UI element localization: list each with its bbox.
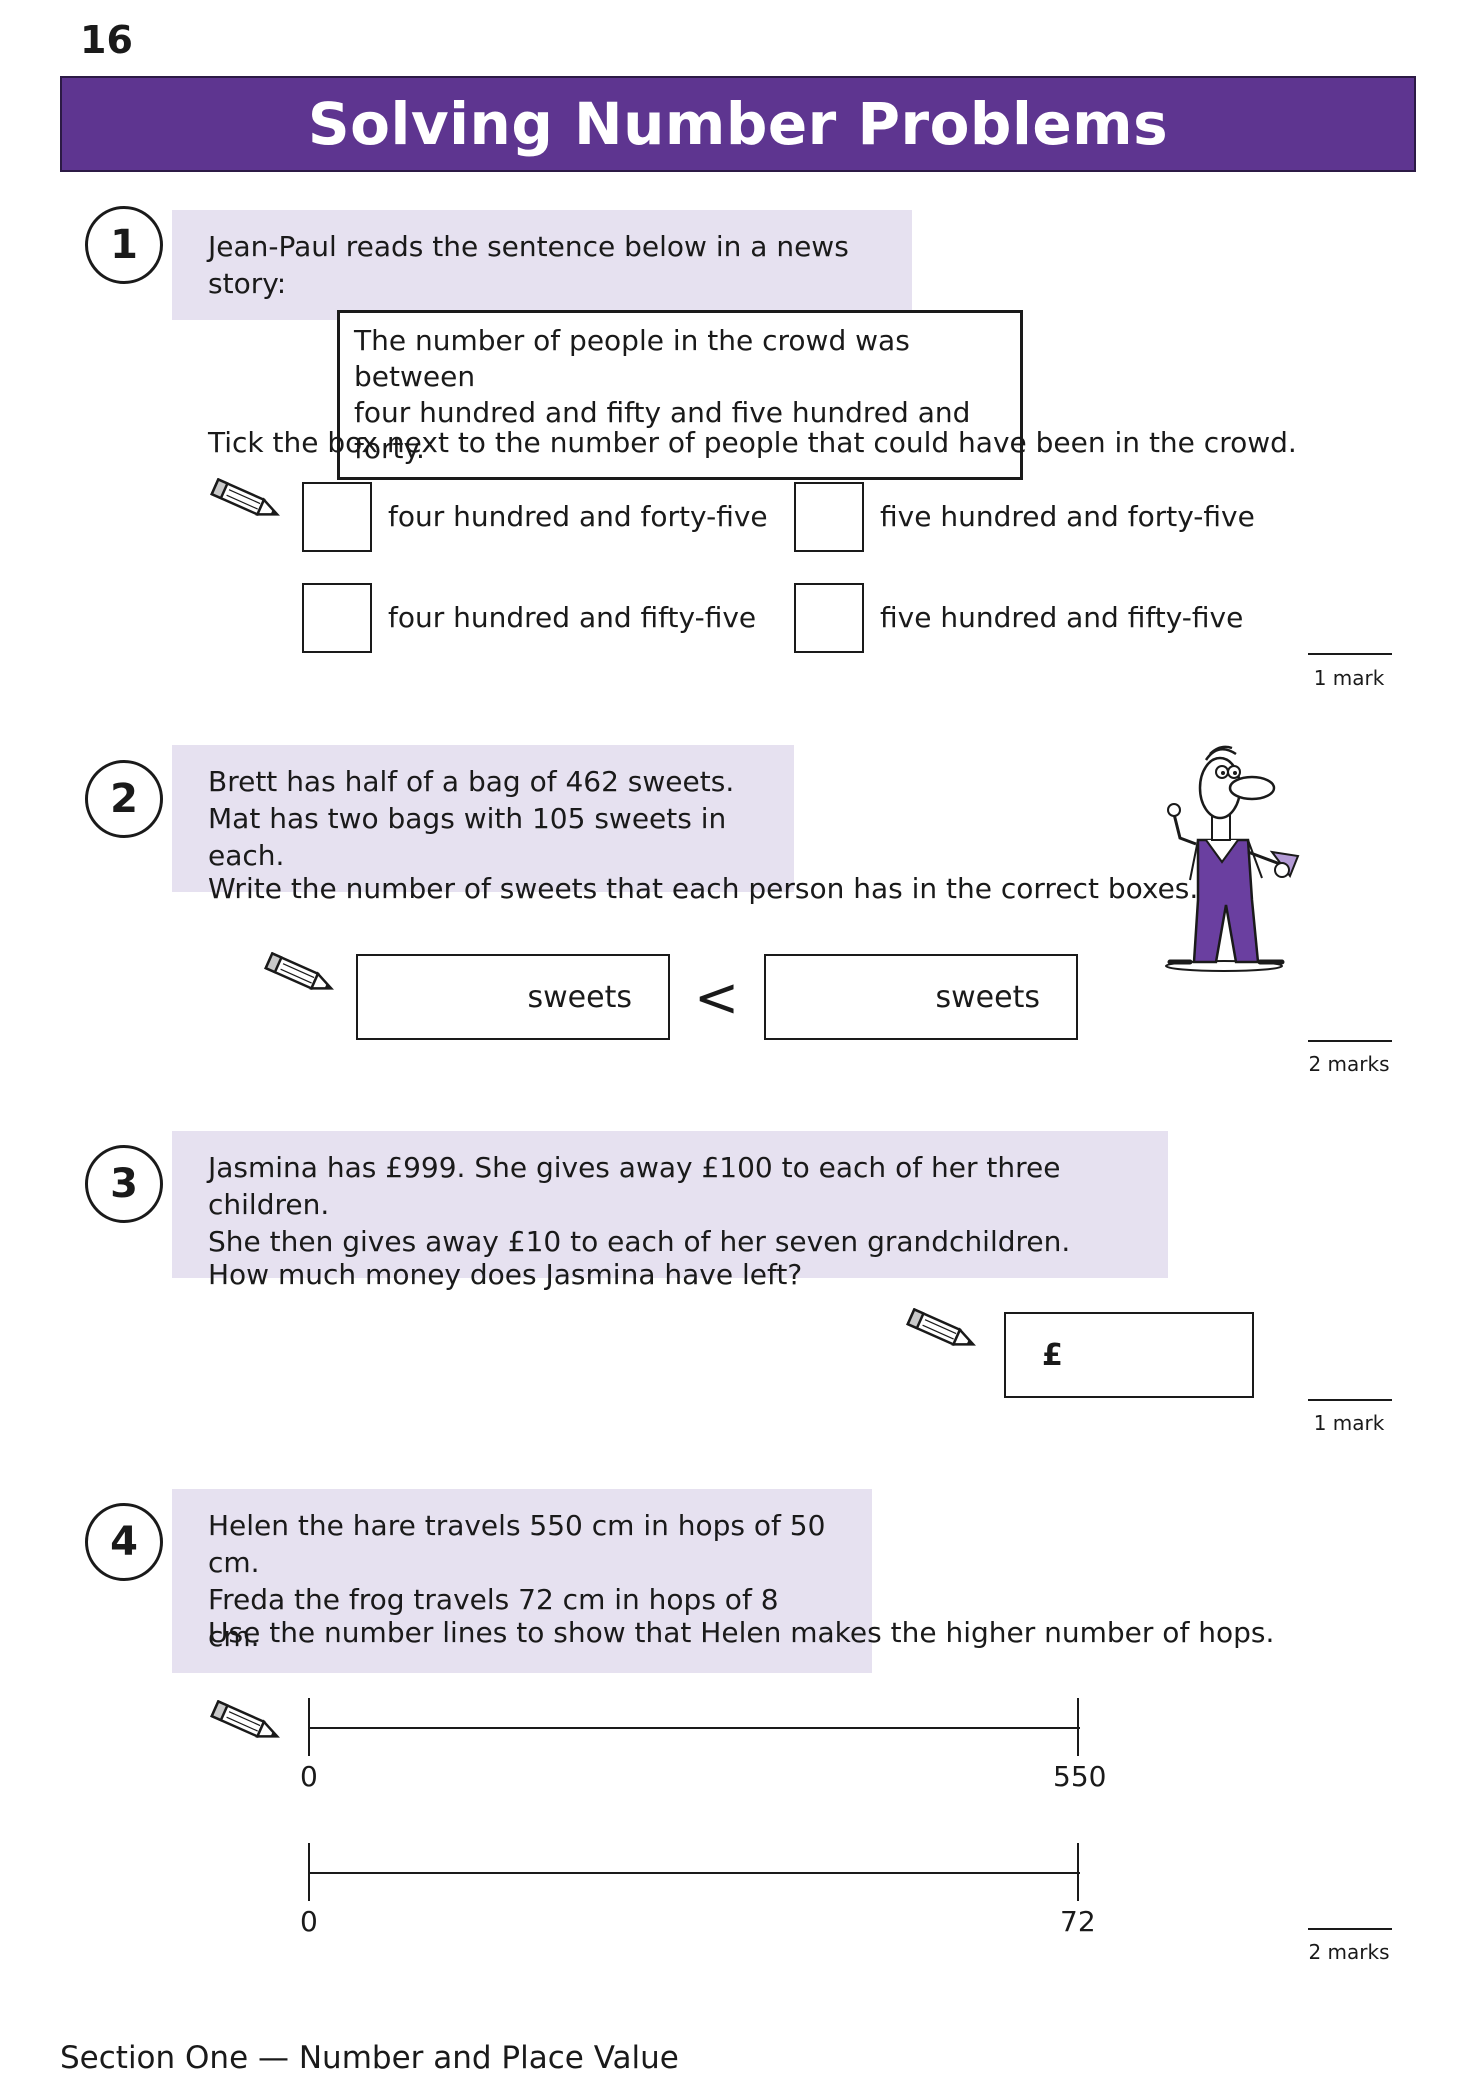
title-bar: Solving Number Problems — [60, 76, 1416, 172]
pencil-icon — [208, 478, 286, 524]
money-left-answer-box[interactable]: £ — [1004, 1312, 1254, 1398]
question-2-number: 2 — [85, 760, 163, 838]
option-4-label: five hundred and fifty-five — [880, 601, 1244, 634]
box-unit-label: sweets — [935, 979, 1040, 1015]
question-1-prompt: Jean-Paul reads the sentence below in a … — [172, 210, 912, 320]
cartoon-man-illustration — [1140, 730, 1315, 975]
number-line-helen-end-label: 550 — [1053, 1760, 1107, 1793]
prompt-line: She then gives away £10 to each of her s… — [208, 1225, 1071, 1258]
quote-line: The number of people in the crowd was be… — [354, 324, 910, 393]
number-line-tick-start — [308, 1843, 310, 1901]
option-3-label: four hundred and fifty-five — [388, 601, 757, 634]
less-than-sign: < — [694, 966, 740, 1029]
mark-rule — [1308, 1399, 1392, 1401]
number-line-freda[interactable] — [308, 1872, 1080, 1874]
question-1-instruction: Tick the box next to the number of peopl… — [208, 426, 1297, 459]
tick-box-option-4[interactable] — [794, 583, 864, 653]
section-footer: Section One — Number and Place Value — [60, 2040, 679, 2076]
question-2-instruction: Write the number of sweets that each per… — [208, 872, 1199, 905]
question-4-marks: 2 marks — [1308, 1940, 1390, 1964]
mark-rule — [1308, 1040, 1392, 1042]
page-title: Solving Number Problems — [307, 90, 1169, 158]
currency-symbol: £ — [1042, 1337, 1063, 1373]
pencil-icon — [262, 952, 340, 998]
mark-rule — [1308, 653, 1392, 655]
prompt-line: Mat has two bags with 105 sweets in each… — [208, 802, 727, 872]
quote-line: four hundred and fifty and five hundred … — [354, 396, 971, 465]
brett-or-mat-sweets-box-left[interactable]: sweets — [356, 954, 670, 1040]
question-1-marks: 1 mark — [1313, 666, 1385, 690]
prompt-line: Helen the hare travels 550 cm in hops of… — [208, 1509, 826, 1579]
page-number: 16 — [80, 18, 133, 62]
question-3-marks: 1 mark — [1313, 1411, 1385, 1435]
prompt-line: Jasmina has £999. She gives away £100 to… — [208, 1151, 1061, 1221]
question-3-instruction: How much money does Jasmina have left? — [208, 1258, 803, 1291]
question-3-prompt: Jasmina has £999. She gives away £100 to… — [172, 1131, 1168, 1278]
question-2-marks: 2 marks — [1308, 1052, 1390, 1076]
box-unit-label: sweets — [527, 979, 632, 1015]
prompt-line: Brett has half of a bag of 462 sweets. — [208, 765, 735, 798]
option-1-label: four hundred and forty-five — [388, 500, 768, 533]
question-4-prompt: Helen the hare travels 550 cm in hops of… — [172, 1489, 872, 1673]
question-1-number: 1 — [85, 206, 163, 284]
number-line-tick-end — [1077, 1843, 1079, 1901]
question-4-number: 4 — [85, 1503, 163, 1581]
number-line-tick-end — [1077, 1698, 1079, 1756]
number-line-freda-end-label: 72 — [1060, 1905, 1096, 1938]
number-line-tick-start — [308, 1698, 310, 1756]
number-line-helen[interactable] — [308, 1727, 1080, 1729]
question-2-prompt: Brett has half of a bag of 462 sweets. M… — [172, 745, 794, 892]
question-3-number: 3 — [85, 1145, 163, 1223]
number-line-helen-start-label: 0 — [300, 1760, 318, 1793]
tick-box-option-3[interactable] — [302, 583, 372, 653]
question-4-instruction: Use the number lines to show that Helen … — [208, 1616, 1275, 1649]
question-1-quote: The number of people in the crowd was be… — [337, 310, 1023, 480]
mark-rule — [1308, 1928, 1392, 1930]
number-line-freda-start-label: 0 — [300, 1905, 318, 1938]
pencil-icon — [208, 1700, 286, 1746]
question-1-prompt-text: Jean-Paul reads the sentence below in a … — [208, 230, 849, 300]
tick-box-option-1[interactable] — [302, 482, 372, 552]
brett-or-mat-sweets-box-right[interactable]: sweets — [764, 954, 1078, 1040]
option-2-label: five hundred and forty-five — [880, 500, 1255, 533]
prompt-line: Freda the frog travels 72 cm in hops of … — [208, 1583, 779, 1653]
tick-box-option-2[interactable] — [794, 482, 864, 552]
pencil-icon — [904, 1308, 982, 1354]
